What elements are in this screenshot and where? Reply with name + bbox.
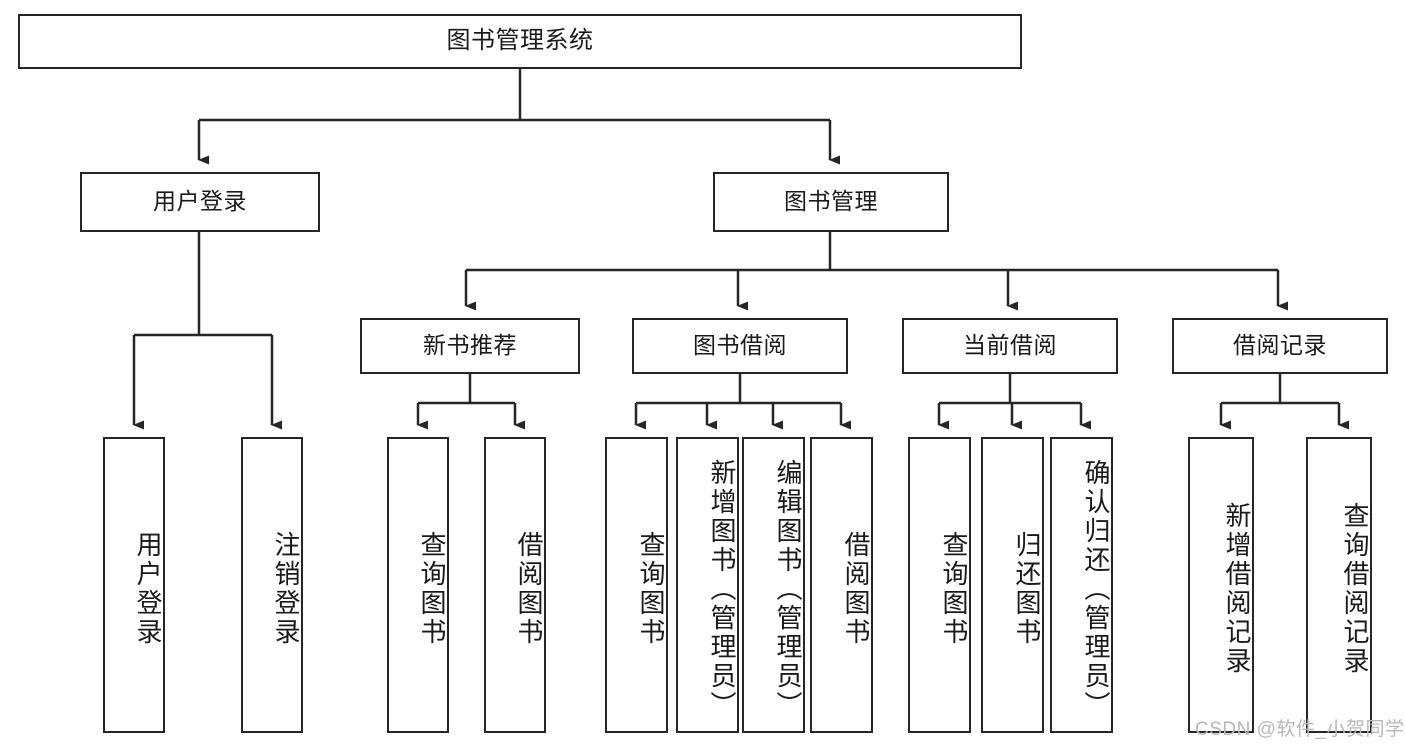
- leaf-recommend-borrow-book-label: 借阅图书: [514, 531, 544, 647]
- leaf-add-borrow-record-label: 新增借阅记录: [1222, 502, 1252, 676]
- csdn-watermark: CSDN @软件_小贺同学: [1195, 719, 1405, 740]
- node-new-book-recommend[interactable]: 新书推荐: [360, 318, 580, 374]
- node-user-login[interactable]: 用户登录: [80, 172, 320, 232]
- node-book-management-label: 图书管理: [784, 188, 878, 215]
- leaf-logout[interactable]: 注销登录: [241, 437, 303, 733]
- node-current-borrow-label: 当前借阅: [963, 332, 1057, 359]
- node-user-login-label: 用户登录: [153, 188, 247, 215]
- leaf-add-book-admin-label: 新增图书（管理员）: [707, 458, 737, 720]
- node-borrow-records[interactable]: 借阅记录: [1172, 318, 1388, 374]
- node-new-book-recommend-label: 新书推荐: [423, 332, 517, 359]
- leaf-current-query-book-label: 查询图书: [939, 531, 969, 647]
- leaf-recommend-query-book-label: 查询图书: [417, 531, 447, 647]
- leaf-query-borrow-record[interactable]: 查询借阅记录: [1306, 437, 1372, 733]
- leaf-borrow-book-label: 借阅图书: [841, 531, 871, 647]
- leaf-user-login-label: 用户登录: [133, 531, 163, 647]
- leaf-add-borrow-record[interactable]: 新增借阅记录: [1188, 437, 1254, 733]
- node-root[interactable]: 图书管理系统: [18, 14, 1022, 69]
- node-borrow-records-label: 借阅记录: [1233, 332, 1327, 359]
- leaf-edit-book-admin-label: 编辑图书（管理员）: [773, 458, 803, 720]
- leaf-query-borrow-record-label: 查询借阅记录: [1340, 502, 1370, 676]
- node-book-borrow-label: 图书借阅: [693, 332, 787, 359]
- leaf-borrow-query-book[interactable]: 查询图书: [605, 437, 668, 733]
- leaf-confirm-return-admin-label: 确认归还（管理员）: [1081, 458, 1111, 720]
- node-current-borrow[interactable]: 当前借阅: [902, 318, 1118, 374]
- leaf-current-query-book[interactable]: 查询图书: [908, 437, 971, 733]
- leaf-borrow-query-book-label: 查询图书: [636, 531, 666, 647]
- leaf-add-book-admin[interactable]: 新增图书（管理员）: [676, 437, 739, 733]
- leaf-borrow-book[interactable]: 借阅图书: [810, 437, 873, 733]
- leaf-recommend-query-book[interactable]: 查询图书: [387, 437, 449, 733]
- leaf-return-book-label: 归还图书: [1012, 531, 1042, 647]
- leaf-confirm-return-admin[interactable]: 确认归还（管理员）: [1050, 437, 1113, 733]
- leaf-logout-label: 注销登录: [271, 531, 301, 647]
- node-root-label: 图书管理系统: [446, 27, 594, 55]
- leaf-user-login[interactable]: 用户登录: [103, 437, 165, 733]
- node-book-management[interactable]: 图书管理: [713, 172, 949, 232]
- leaf-recommend-borrow-book[interactable]: 借阅图书: [484, 437, 546, 733]
- leaf-return-book[interactable]: 归还图书: [981, 437, 1044, 733]
- leaf-edit-book-admin[interactable]: 编辑图书（管理员）: [742, 437, 805, 733]
- node-book-borrow[interactable]: 图书借阅: [632, 318, 848, 374]
